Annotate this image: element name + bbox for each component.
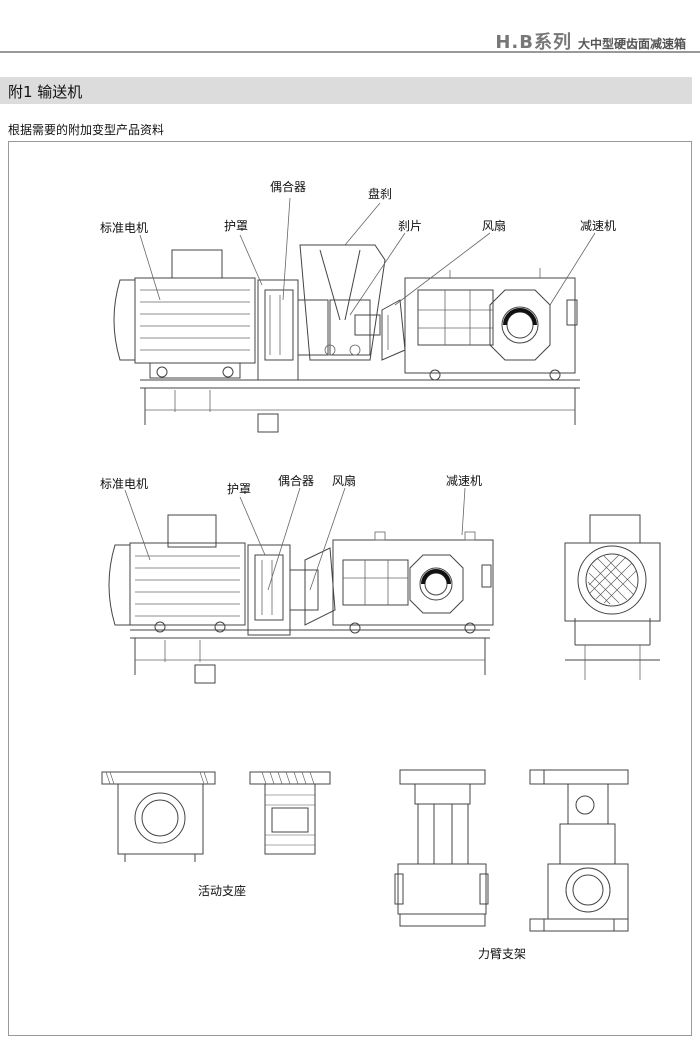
label-fan-1: 风扇 [482,218,506,233]
figure1-assembly: 标准电机 护罩 偶合器 盘刹 刹片 风扇 减速机 [100,179,616,433]
figure2-reducer [332,531,494,634]
label-brake-disc-1: 盘刹 [368,186,392,201]
label-brake-pad-1: 刹片 [398,219,422,233]
torque-arm-side [529,769,629,932]
series-subtitle: 大中型硬齿面减速箱 [577,37,686,51]
label-coupling-1: 偶合器 [270,179,306,194]
floating-support-front [101,771,216,862]
drawing-frame [8,141,692,1036]
page-header: H.B系列大中型硬齿面减速箱 [0,0,700,54]
label-motor-1: 标准电机 [100,221,148,235]
figure2-motor [108,514,246,633]
figure2-coupling [247,544,319,636]
figure2-fan [304,547,336,626]
figure1-reducer [404,268,578,381]
label-guard-2: 护罩 [227,482,251,496]
figure1-coupling [257,279,329,381]
series-name: H.B系列 [495,32,572,53]
label-fan-2: 风扇 [332,473,356,488]
figure1-labels: 标准电机 护罩 偶合器 盘刹 刹片 风扇 减速机 [100,179,616,316]
figure1-fan [381,299,406,361]
label-reducer-2: 减速机 [446,474,482,488]
section-subtitle: 根据需要的附加变型产品资料 [8,123,165,137]
torque-arm-front [394,769,489,927]
section-bar: 附1 输送机 [0,77,692,104]
label-torque-arm: 力臂支架 [478,947,526,961]
figure2-assembly: 标准电机 护罩 偶合器 风扇 减速机 [100,473,661,684]
series-title: H.B系列大中型硬齿面减速箱 [495,28,686,54]
figure3-supports: 活动支座 力臂支架 [101,769,629,961]
header-divider [0,51,700,53]
figure2-labels: 标准电机 护罩 偶合器 风扇 减速机 [100,473,482,591]
section-title: 附1 输送机 [8,83,83,101]
label-guard-1: 护罩 [224,219,248,233]
figure1-motor [113,249,256,379]
figure2-side-view [564,514,661,680]
label-coupling-2: 偶合器 [278,473,314,488]
label-reducer-1: 减速机 [580,219,616,233]
label-floating-support: 活动支座 [198,883,246,898]
figure1-brake [299,244,386,361]
floating-support-side [249,771,331,855]
label-motor-2: 标准电机 [100,477,148,491]
